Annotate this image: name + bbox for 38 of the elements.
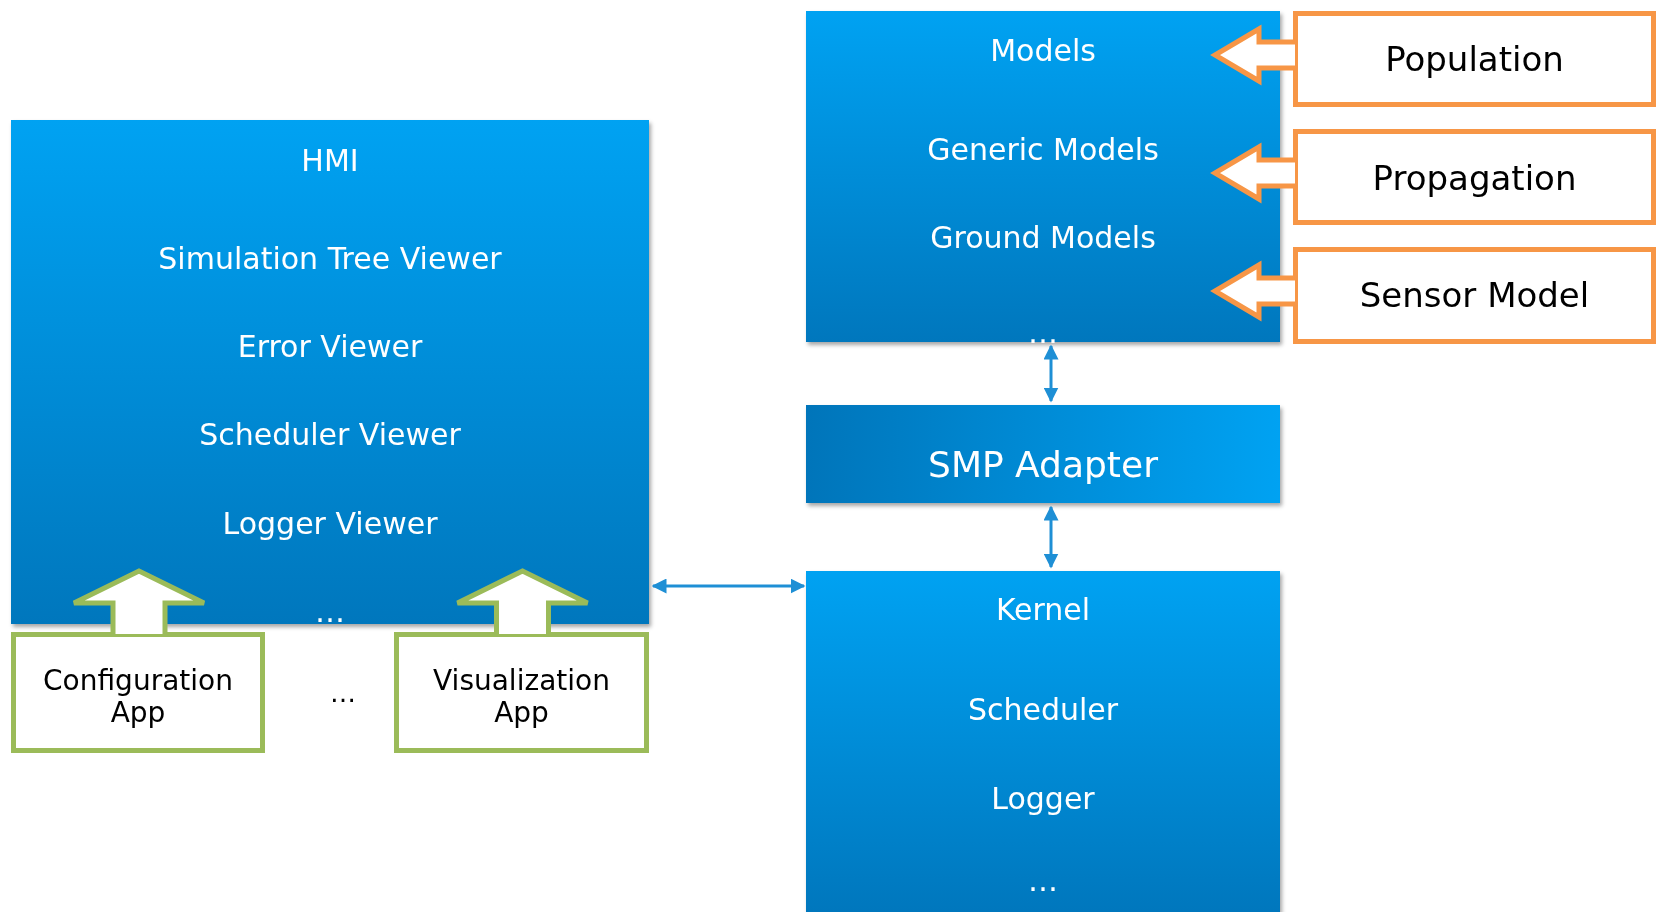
component-box <box>11 120 649 624</box>
block-arrow <box>1210 24 1298 86</box>
block-arrow <box>455 568 590 637</box>
plugin-box <box>394 632 649 753</box>
box-text: … <box>1028 315 1058 351</box>
box-text: Generic Models <box>927 132 1159 168</box>
plugin-box <box>1293 11 1656 107</box>
box-text: SMP Adapter <box>928 444 1158 486</box>
box-text: Scheduler Viewer <box>199 417 461 453</box>
ellipsis-label: … <box>330 678 356 708</box>
arrow <box>651 578 806 594</box>
box-text: Logger <box>991 781 1095 817</box>
box-text: Population <box>1385 40 1564 80</box>
plugin-box <box>11 632 265 753</box>
box-text: Ground Models <box>930 220 1156 256</box>
plugin-box <box>1293 247 1656 344</box>
box-text: … <box>1028 863 1058 899</box>
box-text: Logger Viewer <box>222 506 438 542</box>
arrow <box>1043 344 1059 403</box>
box-title: HMI <box>301 143 359 179</box>
block-arrow <box>1210 142 1298 204</box>
box-text: Scheduler <box>967 692 1119 728</box>
block-arrow <box>1210 260 1298 322</box>
box-text: … <box>315 594 345 630</box>
arrow <box>1043 505 1059 569</box>
box-text: Error Viewer <box>237 329 423 365</box>
box-title: Models <box>990 33 1096 69</box>
box-text: Configuration App <box>42 664 234 730</box>
box-text: Sensor Model <box>1359 276 1590 316</box>
component-box <box>806 571 1280 912</box>
plugin-box <box>1293 129 1656 225</box>
box-text: Propagation <box>1372 159 1577 199</box>
box-text: Visualization App <box>432 664 611 730</box>
box-text: Simulation Tree Viewer <box>158 241 502 277</box>
component-box <box>806 11 1280 342</box>
block-arrow <box>71 568 207 637</box>
adapter-box <box>806 405 1280 503</box>
box-title: Kernel <box>995 592 1091 628</box>
